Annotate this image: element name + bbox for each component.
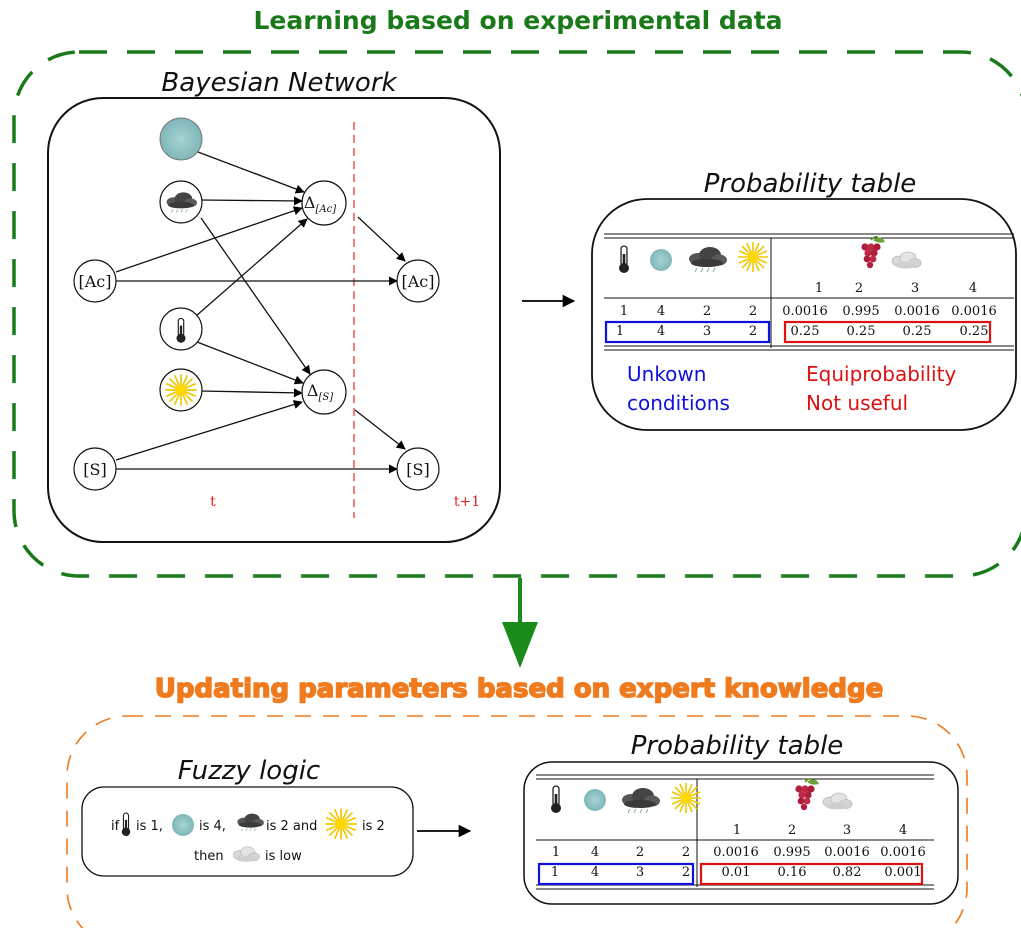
svg-text:0.25: 0.25: [960, 324, 989, 339]
updated-probs-highlight: [699, 862, 924, 886]
svg-text:2: 2: [749, 304, 757, 319]
node-ac-next: [396, 259, 440, 303]
sun-icon: [670, 782, 702, 814]
svg-text:4: 4: [591, 845, 599, 860]
fuzzy-logic-title: Fuzzy logic: [178, 756, 320, 786]
fuzzy-logic-panel: [81, 786, 414, 877]
svg-text:0.0016: 0.0016: [824, 845, 870, 860]
svg-text:is 1,: is 1,: [136, 819, 163, 834]
svg-text:0.0016: 0.0016: [782, 304, 828, 319]
prob-table-bottom: 1 2 3 4 1 4 2 2 0.0016 0.995 0.0016 0.00…: [536, 774, 934, 890]
svg-text:0.82: 0.82: [833, 865, 862, 880]
svg-text:0.01: 0.01: [722, 865, 751, 880]
svg-text:1: 1: [616, 324, 624, 339]
svg-text:2: 2: [682, 865, 690, 880]
svg-text:0.0016: 0.0016: [951, 304, 997, 319]
svg-text:4: 4: [657, 324, 665, 339]
svg-text:0.995: 0.995: [773, 845, 810, 860]
note-equiprob-line2: Not useful: [806, 391, 908, 415]
svg-text:2: 2: [703, 304, 711, 319]
equiprobability-highlight: [783, 320, 992, 344]
svg-text:0.16: 0.16: [778, 865, 807, 880]
svg-text:Δ[S]: Δ[S]: [307, 381, 333, 403]
svg-text:3: 3: [911, 281, 919, 296]
svg-text:2: 2: [682, 845, 690, 860]
svg-text:1: 1: [551, 865, 559, 880]
svg-text:2: 2: [788, 823, 796, 838]
svg-text:0.0016: 0.0016: [894, 304, 940, 319]
note-unknown-line2: conditions: [627, 391, 730, 415]
thermometer-icon: [550, 785, 562, 814]
thermometer-icon: [618, 245, 630, 274]
node-rain: [159, 117, 203, 161]
expert-boundary: [66, 715, 968, 928]
svg-text:is 4,: is 4,: [199, 819, 226, 834]
svg-text:2: 2: [636, 845, 644, 860]
svg-text:is 2 and: is 2 and: [266, 819, 317, 834]
moon-icon: [584, 789, 606, 811]
svg-text:0.25: 0.25: [903, 324, 932, 339]
conditions-highlight-bottom: [537, 862, 695, 886]
node-s-label: [S]: [83, 460, 106, 479]
note-equiprob-line1: Equiprobability: [806, 362, 956, 386]
node-s: [73, 447, 117, 491]
svg-text:1: 1: [733, 823, 741, 838]
prob-table-top-title: Probability table: [704, 169, 917, 199]
svg-text:0.001: 0.001: [884, 865, 921, 880]
node-delta-s: [301, 369, 347, 415]
svg-text:3: 3: [703, 324, 711, 339]
node-ac: [73, 259, 117, 303]
time-t1-label: t+1: [454, 494, 480, 510]
svg-text:0.25: 0.25: [791, 324, 820, 339]
node-delta-ac: [301, 180, 347, 226]
svg-text:3: 3: [636, 865, 644, 880]
bayesian-network-title: Bayesian Network: [161, 68, 397, 98]
bottom-title: Updating parameters based on expert know…: [155, 674, 883, 704]
sun-icon: [737, 241, 769, 273]
fuzzy-rule: if is 1, is 4, is 2 and is 2 then is low: [111, 807, 385, 864]
svg-text:0.25: 0.25: [847, 324, 876, 339]
learning-boundary: [12, 50, 1021, 578]
svg-text:0.0016: 0.0016: [713, 845, 759, 860]
svg-text:1: 1: [620, 304, 628, 319]
node-s-next: [396, 447, 440, 491]
svg-text:1: 1: [815, 281, 823, 296]
svg-text:1: 1: [552, 845, 560, 860]
note-unknown-line1: Unkown: [627, 362, 706, 386]
svg-text:is low: is low: [265, 849, 302, 864]
svg-text:if: if: [111, 819, 120, 834]
prob-table-bottom-title: Probability table: [631, 731, 844, 761]
node-ac-next-label: [Ac]: [402, 272, 435, 291]
svg-text:then: then: [194, 849, 224, 864]
svg-text:is 2: is 2: [362, 819, 385, 834]
svg-text:2: 2: [855, 281, 863, 296]
time-t-label: t: [210, 494, 216, 510]
svg-text:0.995: 0.995: [842, 304, 879, 319]
svg-text:Δ[Ac]: Δ[Ac]: [304, 193, 336, 215]
node-s-next-label: [S]: [406, 460, 429, 479]
svg-text:4: 4: [969, 281, 977, 296]
node-ac-label: [Ac]: [79, 272, 112, 291]
network-nodes: [Ac] [S] Δ[Ac] Δ[S] [Ac] [S]: [73, 117, 440, 491]
svg-text:3: 3: [843, 823, 851, 838]
svg-text:4: 4: [899, 823, 907, 838]
svg-text:0.0016: 0.0016: [880, 845, 926, 860]
prob-table-top: 1 2 3 4 1 4 2 2 0.0016 0.995 0.0016 0.00…: [604, 233, 1014, 351]
unknown-conditions-highlight: [604, 320, 771, 344]
network-edges: [115, 151, 406, 474]
svg-text:2: 2: [749, 324, 757, 339]
moon-icon: [650, 249, 672, 271]
down-arrow-head: [502, 622, 538, 668]
top-title: Learning based on experimental data: [253, 6, 782, 35]
svg-text:4: 4: [591, 865, 599, 880]
svg-text:4: 4: [657, 304, 665, 319]
